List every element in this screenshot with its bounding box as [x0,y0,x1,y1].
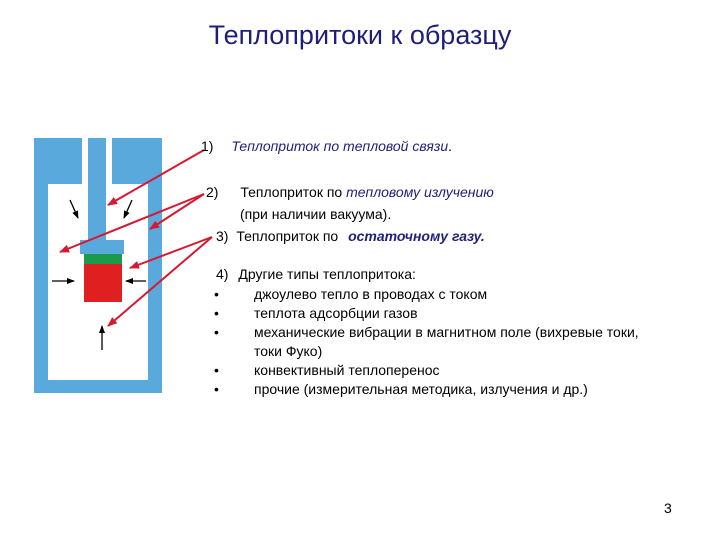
bullet-glyph-3: • [214,324,219,340]
item-4-number: 4) [216,266,229,282]
slide-title: Теплопритоки к образцу [208,20,512,50]
item-1-text: Теплоприток по тепловой связи [231,138,449,154]
red-arrow-2 [59,193,205,253]
red-arrow-5 [107,236,213,327]
thermal-link-rod [88,138,106,242]
red-arrow-3 [149,193,205,230]
item-3-emphasis: остаточному газу. [348,228,485,244]
bullet-item-2: теплота адсорбции газов [254,305,418,321]
item-3: 3) Теплоприток по остаточному газу. [216,228,485,244]
item-1: 1) Теплоприток по тепловой связи. [201,138,452,154]
item-3-number: 3) [216,228,229,244]
item-3-text: Теплоприток по [236,228,343,244]
item-2: 2) Теплоприток по тепловому излучению [206,184,494,200]
bullet-item-1: джоулево тепло в проводах с током [254,286,488,302]
bullet-glyph-5: • [214,381,219,397]
bullet-item-4: конвективный теплоперенос [254,362,440,378]
item-1-end: . [448,138,453,154]
item-1-number: 1) [201,138,214,154]
item-2-number: 2) [206,184,219,200]
item-2-text: Теплоприток по [240,184,347,200]
item-2-emphasis: тепловому излучению [346,184,494,200]
bullet-glyph-4: • [214,362,219,378]
sample [84,264,122,302]
item-4: 4) Другие типы теплопритока: [216,266,416,282]
red-arrow-1 [107,149,205,206]
page-number: 3 [664,500,672,516]
bullet-glyph-1: • [214,286,219,302]
bullet-glyph-2: • [214,305,219,321]
item-4-text: Другие типы теплопритока: [238,266,416,282]
red-arrow-4 [129,236,213,269]
bullet-item-5: прочие (измерительная методика, излучени… [254,381,588,397]
sample-holder [80,240,124,254]
item-2-subtext: (при наличии вакуума). [240,206,392,222]
black-arrow-2 [123,199,133,219]
sample-top [84,254,122,264]
bullet-item-3: механические вибрации в магнитном поле (… [254,324,639,340]
bullet-item-3-cont: токи Фуко) [254,343,323,359]
black-arrow-1 [69,199,79,219]
